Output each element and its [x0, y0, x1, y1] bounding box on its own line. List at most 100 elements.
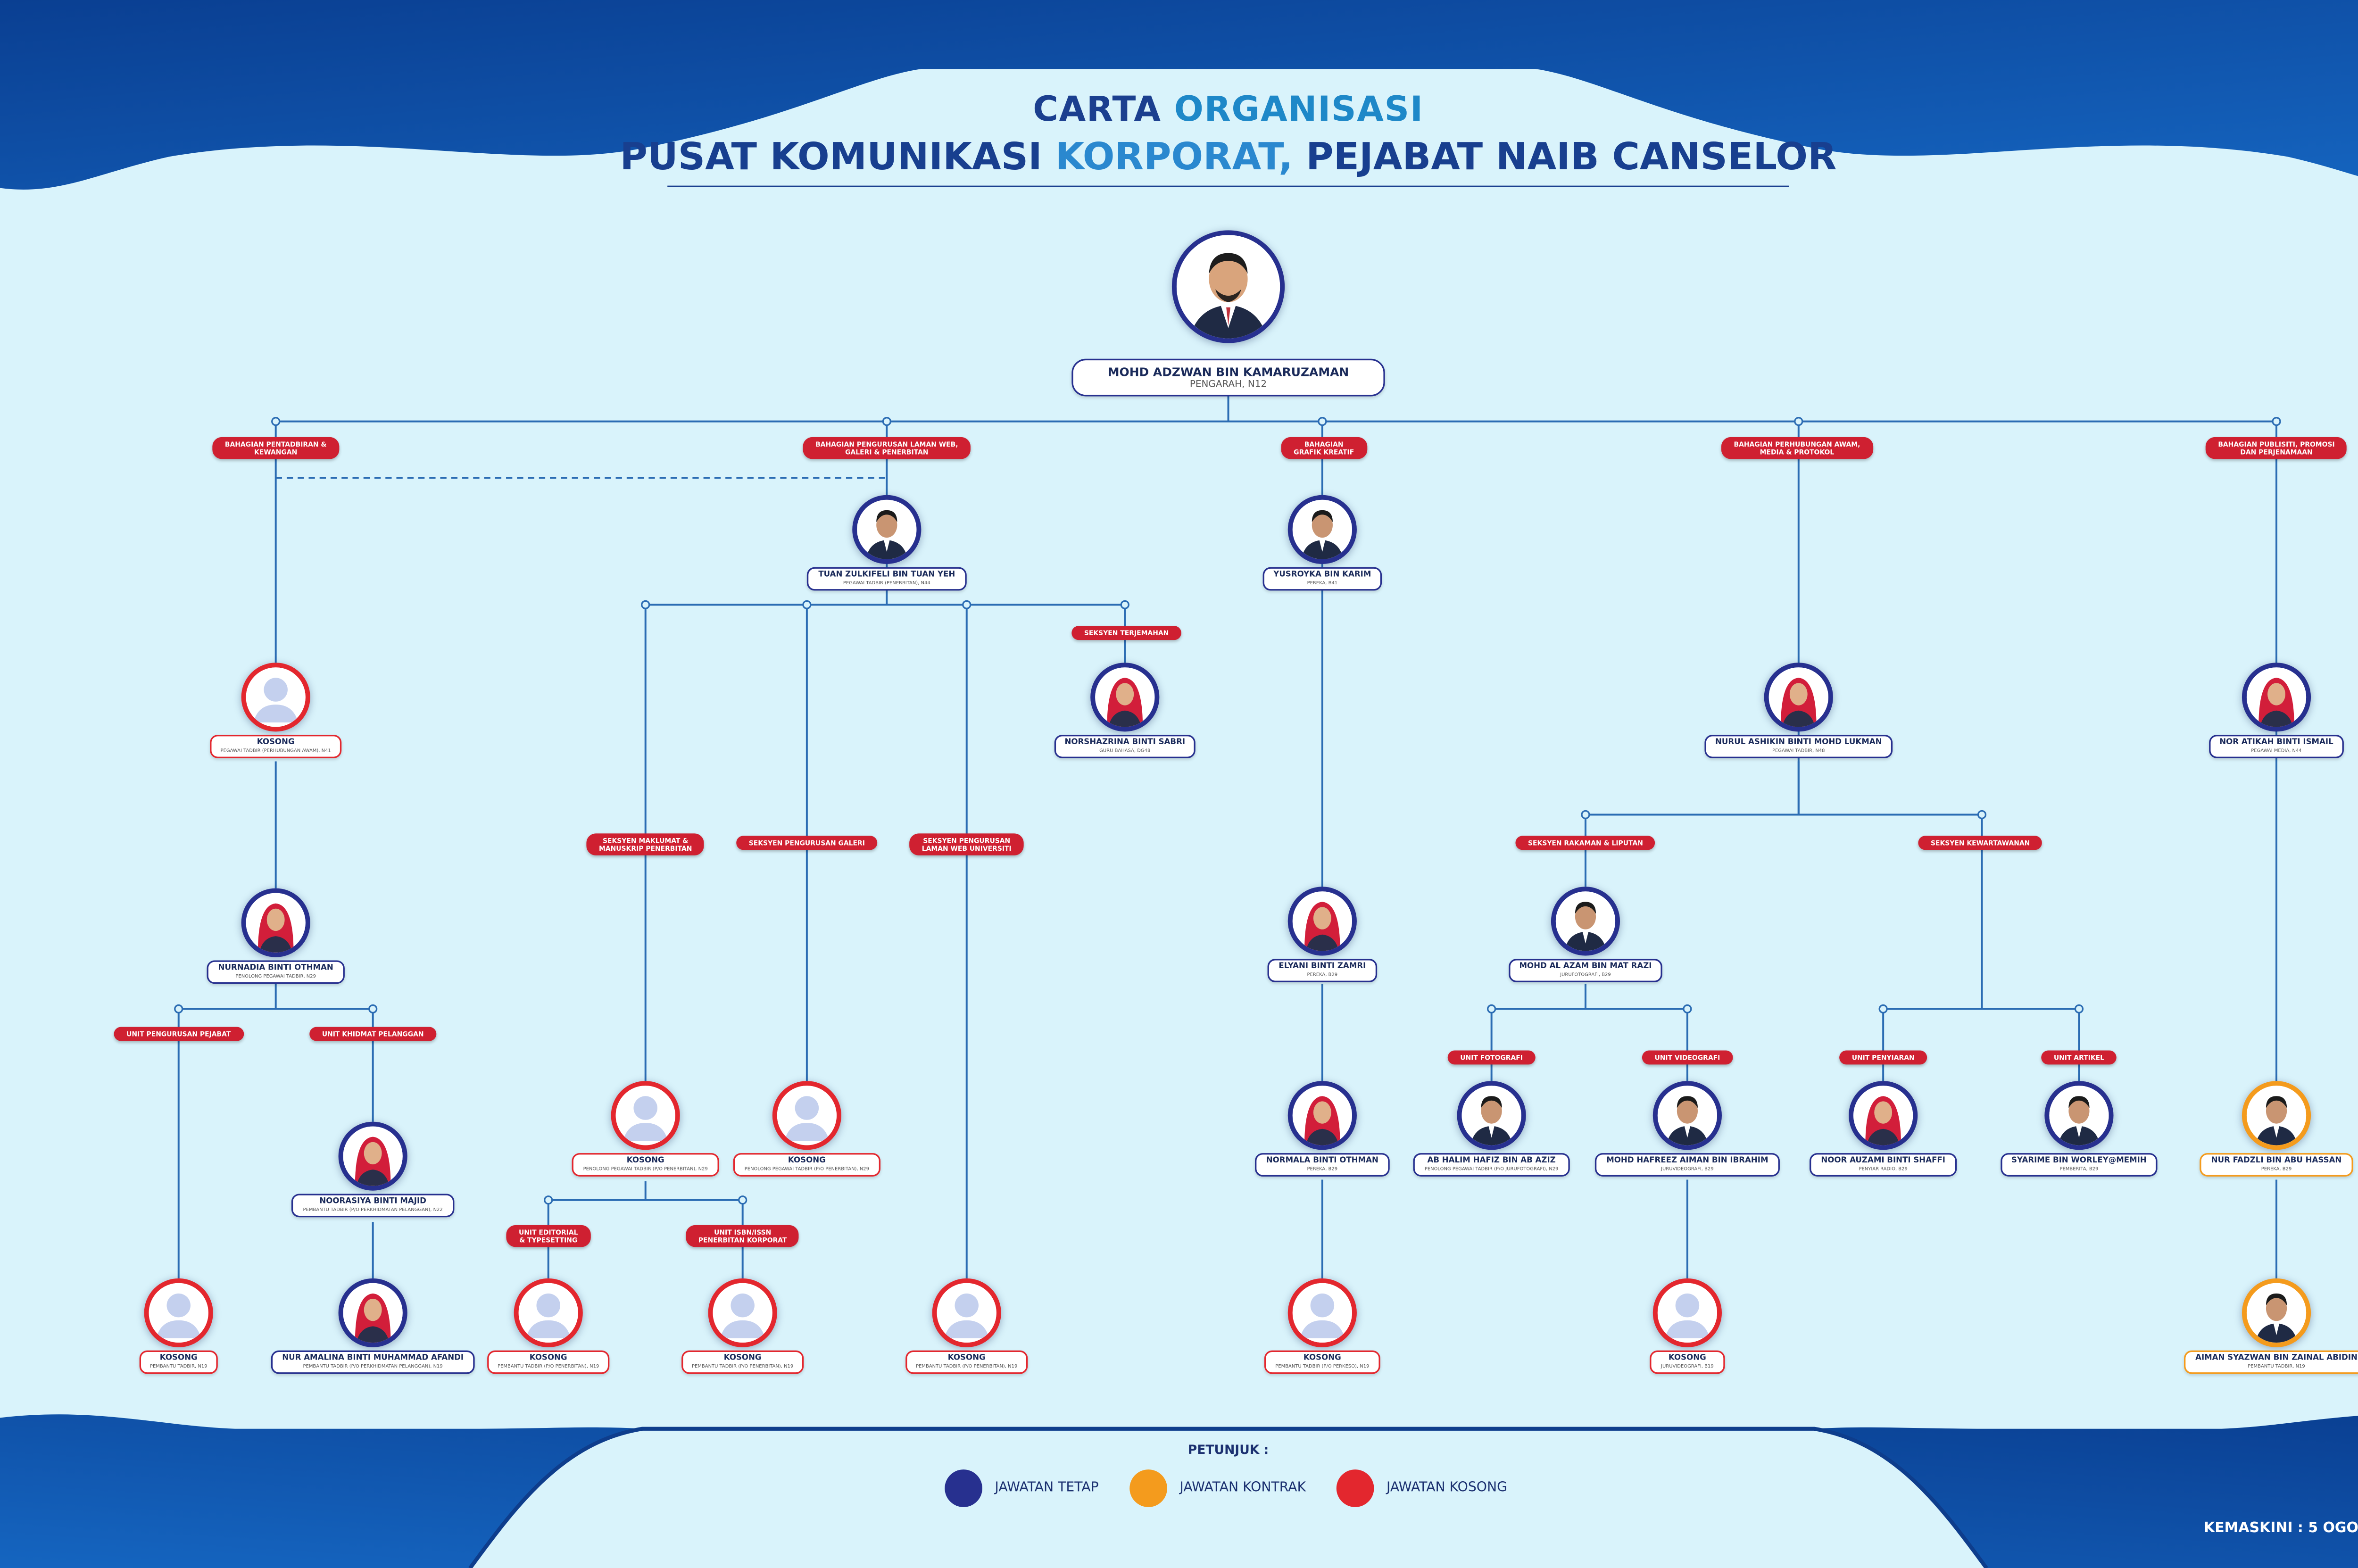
- staff-photo-icon: [1555, 891, 1616, 951]
- vacant-person-icon: [149, 1283, 208, 1343]
- avatar: [338, 1121, 407, 1191]
- section-maklumat: SEKSYEN MAKLUMAT & MANUSKRIP PENERBITAN: [586, 833, 705, 855]
- person-name: KOSONG: [257, 738, 295, 747]
- avatar: [2242, 1278, 2311, 1348]
- person-name: NURUL ASHIKIN BINTI MOHD LUKMAN: [1715, 738, 1882, 747]
- person-name: SYARIME BIN WORLEY@MEMIH: [2011, 1156, 2147, 1166]
- person-post: JURUVIDEOGRAFI, B19: [1661, 1363, 1714, 1369]
- legend-dot-icon: [1336, 1469, 1374, 1507]
- avatar: [338, 1278, 407, 1348]
- vacant-person-icon: [713, 1283, 772, 1343]
- person-name: KOSONG: [947, 1353, 986, 1363]
- junction-dot: [2074, 1004, 2084, 1014]
- person-post: PEMBANTU TADBIR (P/O PERKESO), N19: [1275, 1363, 1370, 1369]
- person-post: PEMBANTU TADBIR, N19: [2248, 1363, 2305, 1369]
- staff-photo-icon: [2246, 1086, 2307, 1145]
- avatar: [852, 495, 922, 564]
- junction-dot: [368, 1004, 378, 1014]
- junction-dot: [641, 600, 650, 609]
- chart-title-line1: CARTA ORGANISASI: [0, 91, 2358, 130]
- avatar: [1090, 663, 1160, 732]
- section-terjemahan: SEKSYEN TERJEMAHAN: [1071, 626, 1181, 640]
- staff-photo-icon: [2049, 1086, 2109, 1145]
- staff-photo-icon: [2246, 667, 2307, 727]
- person-name: AB HALIM HAFIZ BIN AB AZIZ: [1427, 1156, 1556, 1166]
- section-perhubungan: BAHAGIAN PERHUBUNGAN AWAM, MEDIA & PROTO…: [1721, 437, 1873, 459]
- avatar: [2242, 1081, 2311, 1150]
- person-post: PEMBANTU TADBIR (P/O PENERBITAN), N19: [692, 1363, 794, 1369]
- staff-photo-icon: [1292, 1086, 1352, 1145]
- junction-dot: [1581, 810, 1590, 820]
- person-name: TUAN ZULKIFELI BIN TUAN YEH: [818, 570, 955, 580]
- avatar: [1849, 1081, 1918, 1150]
- person-name: MOHD ADZWAN BIN KAMARUZAMAN: [1107, 365, 1349, 379]
- staff-photo-icon: [857, 499, 917, 559]
- legend-label: JAWATAN KONTRAK: [1179, 1480, 1306, 1496]
- staff-photo-icon: [343, 1283, 403, 1343]
- person-post: PEMBANTU TADBIR (P/O PENERBITAN), N19: [498, 1363, 599, 1369]
- staff-photo-icon: [1657, 1086, 1718, 1145]
- person-name: KOSONG: [626, 1156, 664, 1166]
- title-part-1: PUSAT KOMUNIKASI: [620, 134, 1042, 179]
- junction-dot: [174, 1004, 183, 1014]
- section-grafik: BAHAGIAN GRAFIK KREATIF: [1281, 437, 1367, 459]
- director-node: MOHD ADZWAN BIN KAMARUZAMAN PENGARAH, N1…: [1040, 230, 1416, 397]
- title-word-carta: CARTA: [1033, 91, 1162, 130]
- vacant-person-icon: [1292, 1283, 1352, 1343]
- person-name: ELYANI BINTI ZAMRI: [1279, 962, 1366, 971]
- unit-videografi: UNIT VIDEOGRAFI: [1642, 1050, 1733, 1065]
- avatar: [514, 1278, 583, 1348]
- person-post: PEREKA, B29: [1307, 1165, 1338, 1172]
- person-post: PEMBANTU TADBIR (P/O PERKHIDMATAN PELANG…: [303, 1363, 443, 1369]
- director-photo-icon: [1176, 235, 1280, 339]
- legend-label: JAWATAN KOSONG: [1387, 1480, 1508, 1496]
- person-name: NORMALA BINTI OTHMAN: [1266, 1156, 1378, 1166]
- person-name: KOSONG: [723, 1353, 762, 1363]
- unit-pengurusan-pejabat: UNIT PENGURUSAN PEJABAT: [114, 1027, 243, 1041]
- unit-isbn: UNIT ISBN/ISSN PENERBITAN KORPORAT: [686, 1225, 800, 1247]
- person-post: JURUFOTOGRAFI, B29: [1560, 971, 1611, 978]
- person-post: PEGAWAI TADBIR, N48: [1772, 747, 1825, 754]
- person-name: NUR AMALINA BINTI MUHAMMAD AFANDI: [282, 1353, 464, 1363]
- junction-dot: [738, 1195, 747, 1205]
- unit-editorial: UNIT EDITORIAL & TYPESETTING: [506, 1225, 591, 1247]
- junction-dot: [962, 600, 971, 609]
- junction-dot: [1977, 810, 1987, 820]
- vacant-person-icon: [246, 667, 306, 727]
- staff-photo-icon: [2246, 1283, 2307, 1343]
- junction-dot: [882, 417, 891, 426]
- section-rakaman: SEKSYEN RAKAMAN & LIPUTAN: [1515, 836, 1656, 850]
- person-name: NOORASIYA BINTI MAJID: [319, 1197, 426, 1207]
- avatar: [1171, 230, 1285, 343]
- person-name: NORSHAZRINA BINTI SABRI: [1064, 738, 1186, 747]
- staff-photo-icon: [1095, 667, 1155, 727]
- staff-photo-icon: [343, 1126, 403, 1186]
- avatar: [1551, 887, 1620, 956]
- staff-photo-icon: [1292, 891, 1352, 951]
